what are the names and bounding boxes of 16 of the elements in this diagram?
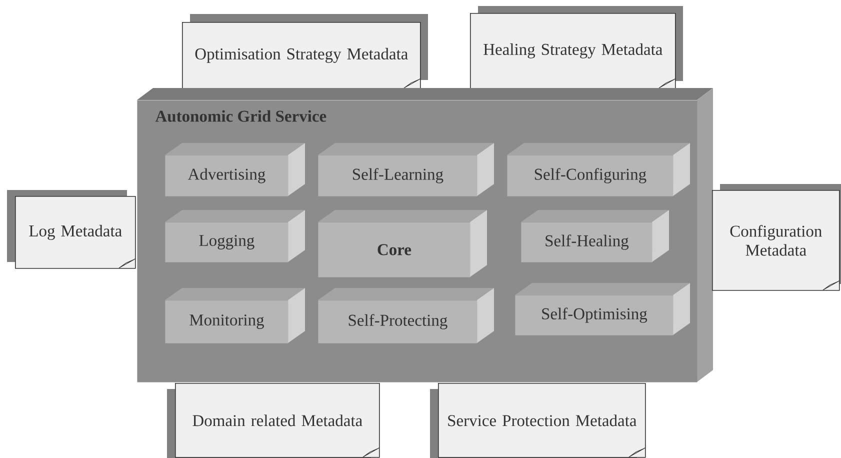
module-block: Self-Protecting [318, 288, 494, 344]
module-block: Logging [165, 210, 305, 262]
document-note: Domain related Metadata [167, 383, 380, 458]
document-note: Service Protection Metadata [430, 383, 646, 458]
module-block: Advertising [165, 143, 305, 196]
module-block: Self-Configuring [507, 143, 690, 196]
module-block: Self-Healing [521, 210, 669, 262]
document-note: Optimisation Strategy Metadata [182, 14, 428, 89]
module-block: Self-Optimising [515, 283, 690, 336]
document-note: Log Metadata [7, 190, 136, 269]
module-block: Monitoring [165, 288, 305, 344]
module-block: Self-Learning [318, 143, 494, 196]
document-note: Configuration Metadata [712, 184, 841, 291]
document-note: Healing Strategy Metadata [470, 6, 683, 89]
module-block: Core [318, 210, 487, 278]
node-label: Autonomic Grid Service [155, 110, 326, 122]
